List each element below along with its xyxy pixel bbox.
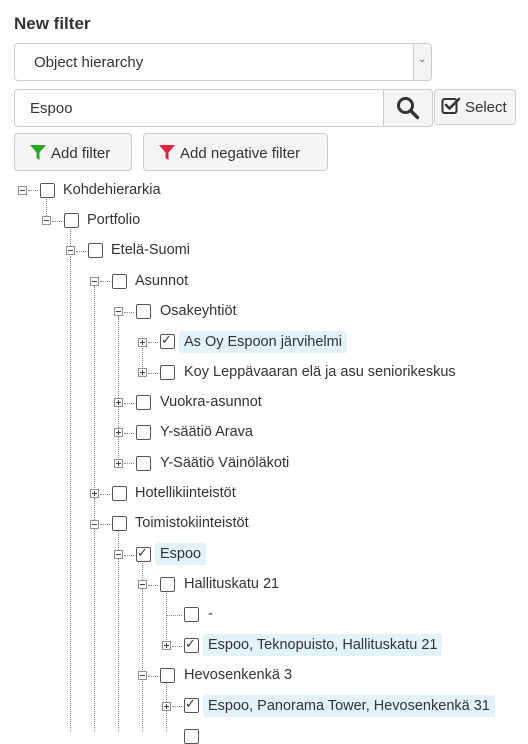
tree-node-label[interactable]: Hallituskatu 21 — [184, 576, 280, 592]
tree-node-label[interactable]: Kohdehierarkia — [63, 182, 161, 198]
add-filter-label: Add filter — [51, 145, 111, 162]
collapse-toggle-icon[interactable] — [90, 277, 99, 286]
tree-node-label[interactable]: Asunnot — [135, 273, 189, 289]
collapse-toggle-icon[interactable] — [138, 671, 147, 680]
tree-checkbox[interactable]: ✓ — [184, 696, 199, 713]
tree-node-label[interactable]: Hevosenkenkä 3 — [184, 667, 293, 683]
tree-node-label[interactable]: Koy Leppävaaran elä ja asu seniorikeskus — [184, 364, 456, 380]
add-filter-button[interactable]: Add filter — [14, 133, 132, 171]
check-icon: ✓ — [185, 696, 196, 711]
filter-icon — [30, 145, 46, 160]
collapse-toggle-icon[interactable] — [42, 216, 51, 225]
add-negative-filter-label: Add negative filter — [180, 145, 301, 162]
check-icon: ✓ — [137, 545, 148, 560]
tree-checkbox[interactable] — [112, 274, 127, 289]
tree-checkbox[interactable] — [112, 516, 127, 531]
tree-node-label[interactable]: As Oy Espoon järvihelmi — [179, 331, 347, 353]
chevron-down-icon: ⌄ — [418, 54, 427, 65]
tree-node-label[interactable]: - — [208, 606, 213, 622]
tree-checkbox[interactable] — [112, 486, 127, 501]
tree-node-label[interactable]: Etelä-Suomi — [111, 242, 190, 258]
select-button-label: Select — [465, 99, 507, 116]
collapse-toggle-icon[interactable] — [18, 186, 27, 195]
expand-toggle-icon[interactable] — [162, 641, 171, 650]
search-button[interactable] — [383, 89, 433, 127]
tree-checkbox[interactable] — [40, 183, 55, 198]
tree-checkbox[interactable]: ✓ — [184, 636, 199, 653]
tree-node-label[interactable]: Osakeyhtiöt — [160, 303, 237, 319]
tree-node-label[interactable]: Espoo, Teknopuisto, Hallituskatu 21 — [203, 634, 443, 656]
expand-toggle-icon[interactable] — [162, 702, 171, 711]
check-icon: ✓ — [185, 636, 196, 651]
collapse-toggle-icon[interactable] — [138, 580, 147, 589]
collapse-toggle-icon[interactable] — [114, 550, 123, 559]
tree-node-label[interactable]: Toimistokiinteistöt — [135, 515, 249, 531]
tree-checkbox[interactable] — [136, 304, 151, 319]
check-square-icon — [441, 97, 461, 114]
expand-toggle-icon[interactable] — [138, 368, 147, 377]
tree-checkbox[interactable] — [64, 213, 79, 228]
collapse-toggle-icon[interactable] — [114, 307, 123, 316]
tree-checkbox[interactable] — [88, 243, 103, 258]
collapse-toggle-icon[interactable] — [90, 520, 99, 529]
tree-checkbox[interactable] — [136, 395, 151, 410]
select-button[interactable]: Select — [434, 89, 516, 125]
select-dropdown-toggle[interactable]: ⌄ — [413, 44, 431, 80]
tree-checkbox[interactable] — [184, 607, 199, 622]
tree-checkbox[interactable]: ✓ — [160, 332, 175, 349]
tree-checkbox[interactable]: ✓ — [136, 545, 151, 562]
expand-toggle-icon[interactable] — [114, 398, 123, 407]
expand-toggle-icon[interactable] — [114, 428, 123, 437]
tree-checkbox[interactable] — [160, 365, 175, 380]
tree-checkbox[interactable] — [136, 425, 151, 440]
tree-node-label[interactable]: Hotellikiinteistöt — [135, 485, 236, 501]
tree-node-label[interactable]: Y-säätiö Arava — [160, 424, 253, 440]
page-title: New filter — [14, 14, 91, 33]
tree-node-label[interactable]: Vuokra-asunnot — [160, 394, 262, 410]
negative-filter-icon — [159, 145, 175, 160]
search-icon — [397, 97, 420, 120]
tree-checkbox[interactable] — [160, 668, 175, 683]
expand-toggle-icon[interactable] — [138, 338, 147, 347]
expand-toggle-icon[interactable] — [114, 459, 123, 468]
expand-toggle-icon[interactable] — [90, 489, 99, 498]
tree-node-label[interactable]: Espoo — [155, 543, 207, 565]
tree-checkbox[interactable] — [136, 456, 151, 471]
tree-node-label[interactable]: Y-Säätiö Väinöläkoti — [160, 455, 290, 471]
add-negative-filter-button[interactable]: Add negative filter — [143, 133, 328, 171]
search-input[interactable] — [14, 89, 385, 127]
tree-checkbox[interactable] — [184, 729, 199, 744]
object-type-select[interactable]: Object hierarchy ⌄ — [14, 43, 432, 81]
tree-node-label[interactable]: Portfolio — [87, 212, 141, 228]
collapse-toggle-icon[interactable] — [66, 246, 75, 255]
tree-node-label[interactable]: Espoo, Panorama Tower, Hevosenkenkä 31 — [203, 695, 495, 717]
check-icon: ✓ — [161, 332, 172, 347]
object-type-selected-value: Object hierarchy — [34, 54, 144, 71]
tree-checkbox[interactable] — [160, 577, 175, 592]
